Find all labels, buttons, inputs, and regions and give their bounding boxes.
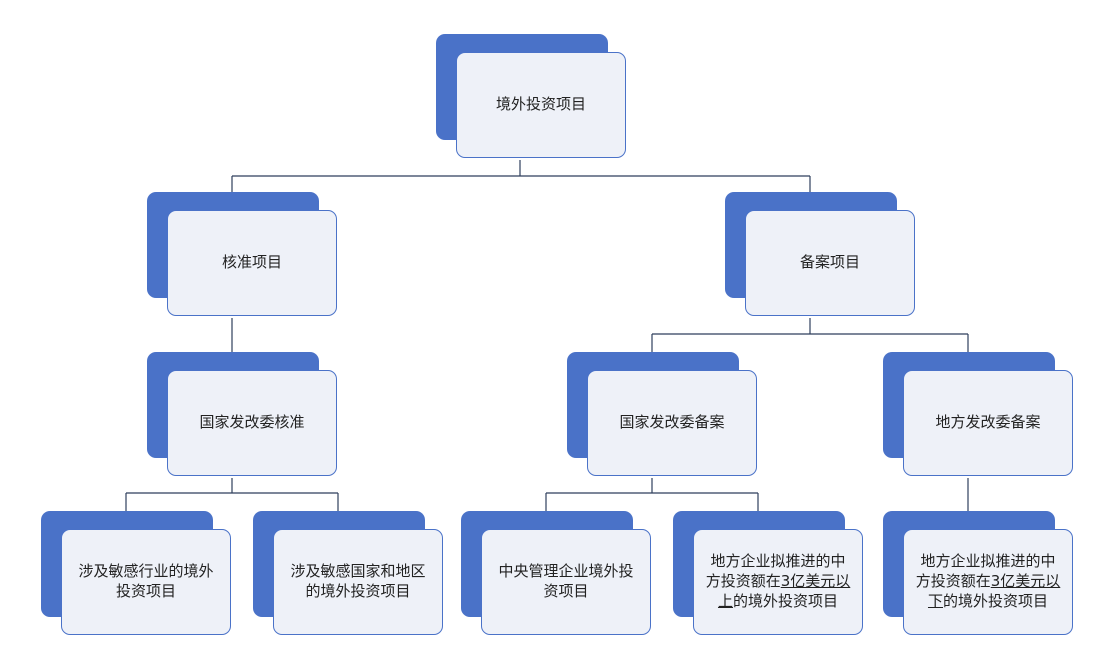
label-prefix: 地方企业拟推进的中方投资额在 — [705, 552, 846, 591]
label-prefix: 地方企业拟推进的中方投资额在 — [915, 552, 1056, 591]
node-label: 地方企业拟推进的中方投资额在3亿美元以下的境外投资项目 — [914, 552, 1062, 611]
node-label: 国家发改委备案 — [619, 413, 725, 432]
node-label: 地方发改委备案 — [935, 413, 1041, 432]
label-suffix: 的境外投资项目 — [943, 591, 1049, 610]
node-label: 涉及敏感行业的境外投资项目 — [78, 562, 214, 600]
threshold-emphasis: 3亿美元以下 — [927, 572, 1061, 610]
node-label: 国家发改委核准 — [199, 413, 305, 432]
node-label: 地方企业拟推进的中方投资额在3亿美元以上的境外投资项目 — [704, 552, 852, 611]
node-label: 中央管理企业境外投资项目 — [498, 562, 634, 600]
label-suffix: 的境外投资项目 — [733, 591, 839, 610]
node-label: 核准项目 — [221, 253, 282, 272]
threshold-emphasis: 3亿美元以上 — [717, 572, 851, 610]
node-label: 境外投资项目 — [495, 95, 586, 114]
node-label: 备案项目 — [799, 253, 860, 272]
node-label: 涉及敏感国家和地区的境外投资项目 — [290, 562, 426, 600]
